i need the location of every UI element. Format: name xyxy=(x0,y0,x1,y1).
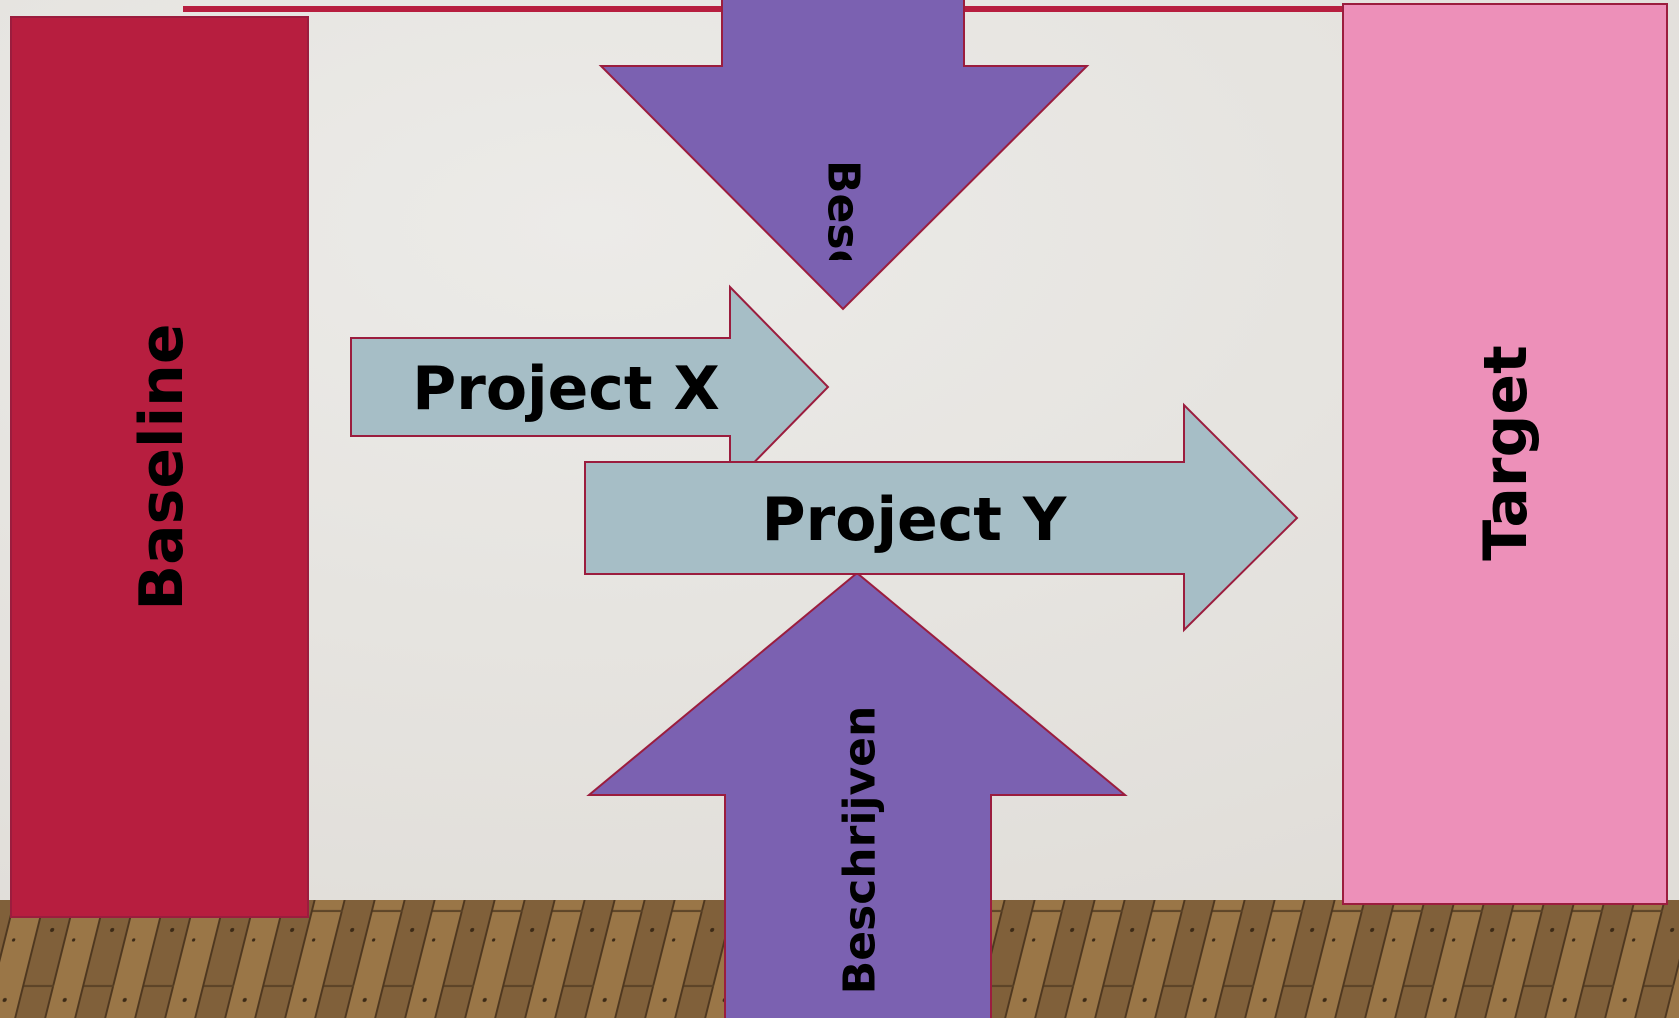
target-label: Target xyxy=(1471,345,1541,561)
top-describe-arrow xyxy=(598,0,1090,311)
baseline-block xyxy=(10,16,309,918)
baseline-label: Baseline xyxy=(127,323,197,610)
project-y-arrow xyxy=(584,402,1299,633)
project-y-label: Project Y xyxy=(762,485,1068,555)
top-arrow-label-clip: Beschrijven xyxy=(818,160,869,449)
project-x-label: Project X xyxy=(412,354,719,424)
bottom-arrow-label: Beschrijven xyxy=(835,706,886,995)
top-arrow-label: Beschrijven xyxy=(818,160,869,449)
bottom-describe-arrow xyxy=(586,571,1128,1018)
project-x-arrow xyxy=(350,284,830,490)
target-block xyxy=(1342,3,1668,905)
